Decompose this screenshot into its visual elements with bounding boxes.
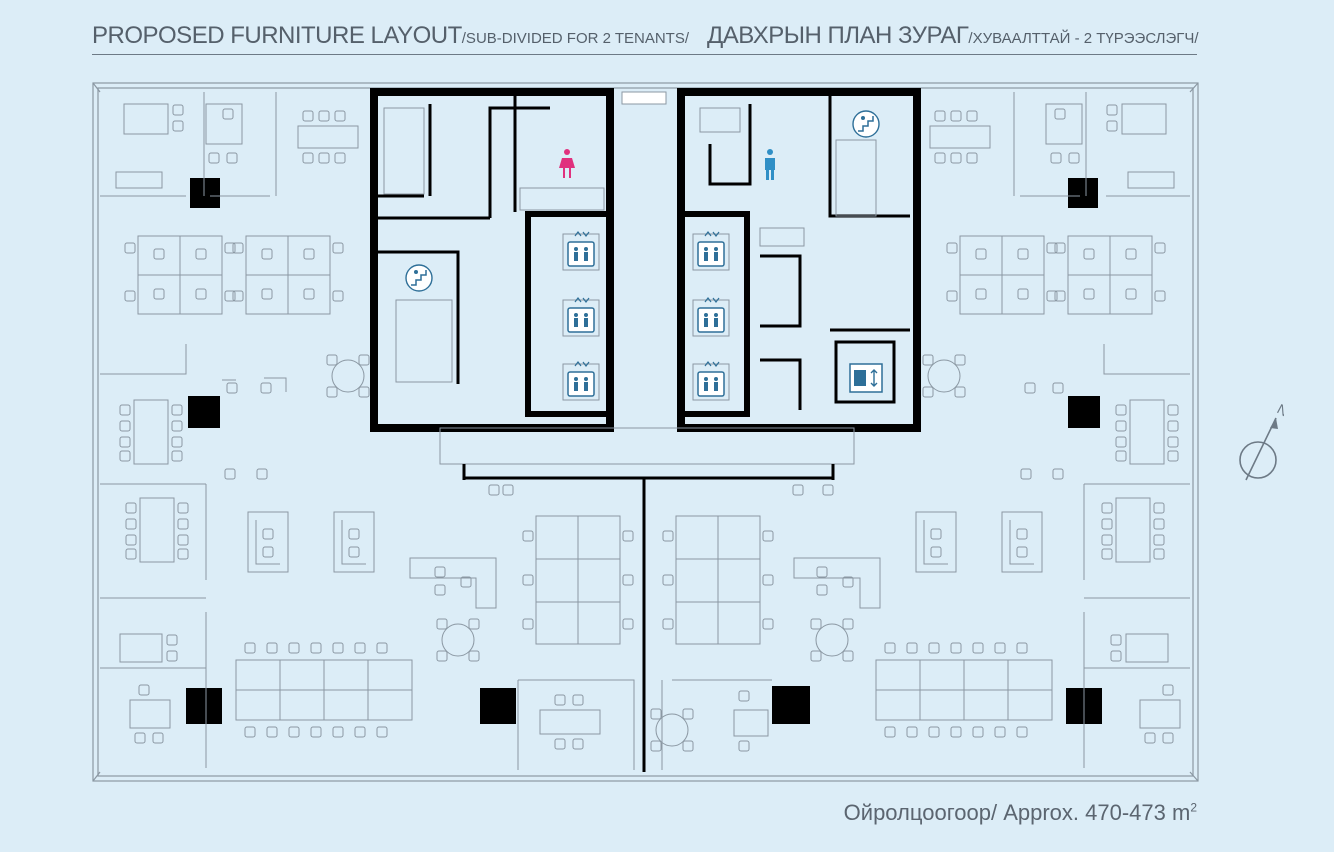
elevator-icon <box>692 297 730 337</box>
elevator-icon <box>562 361 600 401</box>
columns <box>186 178 1102 724</box>
stairs-icon <box>852 110 880 138</box>
stairs-icon <box>405 264 433 292</box>
elevator-icon <box>562 231 600 271</box>
workstation-pods-center <box>523 516 773 644</box>
north-arrow: N <box>1238 398 1291 489</box>
freight-elevator-icon <box>849 363 883 393</box>
office-furniture-bottom <box>119 633 1181 752</box>
meeting-rooms <box>120 400 1178 562</box>
perimeter-offices <box>100 92 1190 770</box>
subtitle-mn: /ХУВААЛТТАЙ - 2 ТҮРЭЭСЛЭГЧ/ <box>968 30 1199 47</box>
workstation-clusters-left <box>125 236 343 314</box>
north-label: N <box>1275 401 1284 420</box>
title-en: PROPOSED FURNITURE LAYOUT <box>92 22 462 49</box>
reception-desks <box>409 557 881 609</box>
outer-walls <box>92 82 1199 782</box>
lift-lobby <box>439 427 855 772</box>
elevator-icon <box>692 231 730 271</box>
lounge-seating <box>222 377 1064 572</box>
core <box>370 88 921 432</box>
female-restroom-icon <box>559 149 575 178</box>
workstation-clusters-right <box>947 236 1165 314</box>
elevator-bank-right <box>692 231 730 401</box>
area-label: Ойролцоогоор/ Approx. 470-473 m2 <box>844 800 1197 826</box>
area-unit-superscript: 2 <box>1190 800 1197 815</box>
title-bar: PROPOSED FURNITURE LAYOUT/SUB-DIVIDED FO… <box>92 22 1199 55</box>
subtitle-en: /SUB-DIVIDED FOR 2 TENANTS/ <box>461 30 690 47</box>
office-furniture-top-left <box>115 103 359 189</box>
office-furniture-top-right <box>929 103 1175 189</box>
elevator-bank-left <box>562 231 600 401</box>
male-restroom-icon <box>765 149 775 180</box>
elevator-icon <box>692 361 730 401</box>
title-mn: ДАВХРЫН ПЛАН ЗУРАГ <box>707 22 969 49</box>
area-text: Ойролцоогоор/ Approx. 470-473 m <box>843 800 1191 825</box>
elevator-icon <box>562 297 600 337</box>
